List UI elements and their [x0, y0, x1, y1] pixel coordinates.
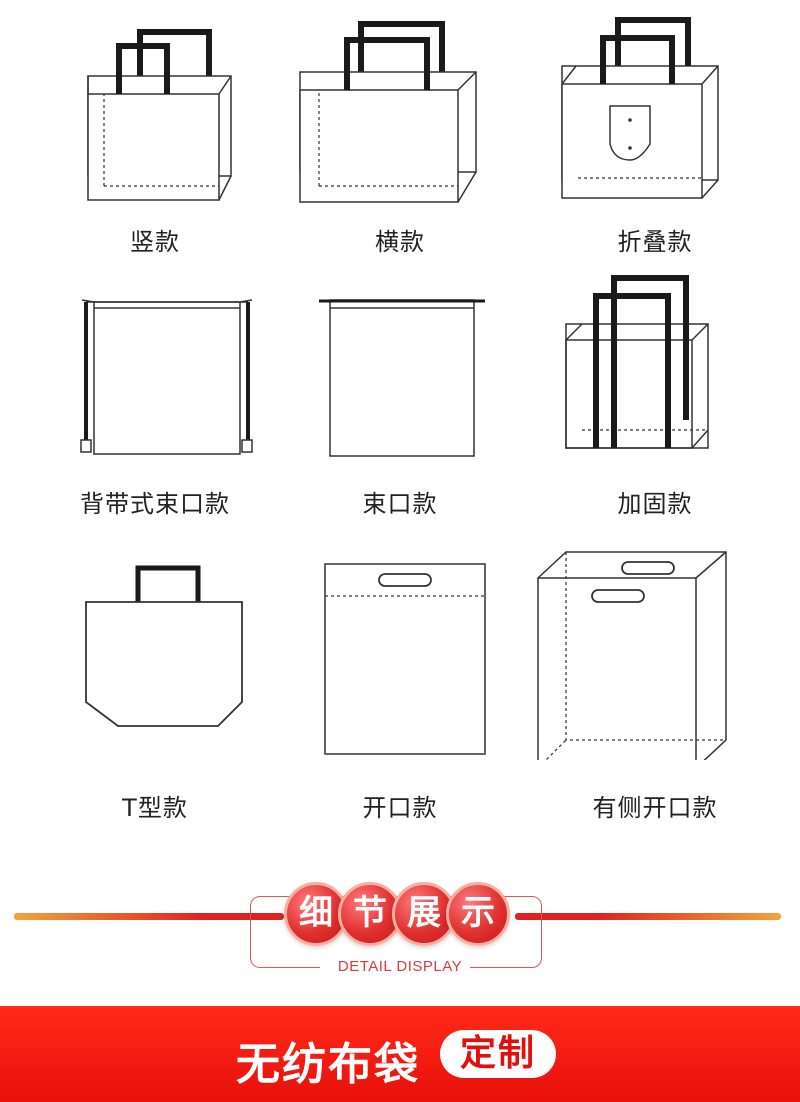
divider-line-right — [515, 913, 781, 920]
style-label: T型款 — [122, 794, 188, 822]
style-drawstring: 束口款 — [267, 270, 533, 530]
header-char: 细 — [284, 882, 348, 946]
style-horizontal: 横款 — [267, 0, 533, 260]
horizontal-bag-icon — [299, 21, 477, 203]
drawstring-bag-icon — [319, 299, 485, 457]
style-label: 加固款 — [617, 490, 693, 518]
detail-section-header: 细 节 展 示 DETAIL DISPLAY — [0, 870, 800, 980]
style-vertical: 竖款 — [22, 0, 288, 260]
style-drawstring-backpack: 背带式束口款 — [22, 270, 288, 530]
style-label: 有侧开口款 — [592, 794, 718, 822]
header-char: 节 — [338, 882, 402, 946]
banner-title: 无纺布袋 — [236, 1039, 420, 1090]
style-label: 竖款 — [130, 228, 180, 256]
t-shirt-bag-icon — [85, 565, 243, 727]
header-char: 示 — [446, 882, 510, 946]
side-gusset-die-cut-bag-icon — [537, 551, 727, 760]
folding-bag-icon — [561, 17, 719, 199]
header-char: 展 — [392, 882, 456, 946]
style-label: 背带式束口款 — [80, 490, 230, 518]
die-cut-bag-icon — [324, 563, 486, 755]
style-label: 开口款 — [362, 794, 438, 822]
reinforced-bag-icon — [565, 275, 709, 449]
divider-line-left — [14, 913, 284, 920]
custom-tag: 定制 — [440, 1030, 556, 1078]
style-label: 折叠款 — [617, 228, 693, 256]
style-folding: 折叠款 — [522, 0, 788, 260]
header-subtitle: DETAIL DISPLAY — [337, 958, 463, 975]
style-side-die-cut: 有侧开口款 — [522, 540, 788, 822]
style-label: 横款 — [375, 228, 425, 256]
style-reinforced: 加固款 — [522, 270, 788, 530]
style-t-shirt: T型款 — [22, 540, 288, 822]
style-die-cut: 开口款 — [267, 540, 533, 822]
vertical-bag-icon — [87, 29, 232, 201]
drawstring-backpack-icon — [80, 299, 253, 455]
style-label: 束口款 — [362, 490, 438, 518]
title-banner: 无纺布袋 定制 — [0, 1006, 800, 1102]
